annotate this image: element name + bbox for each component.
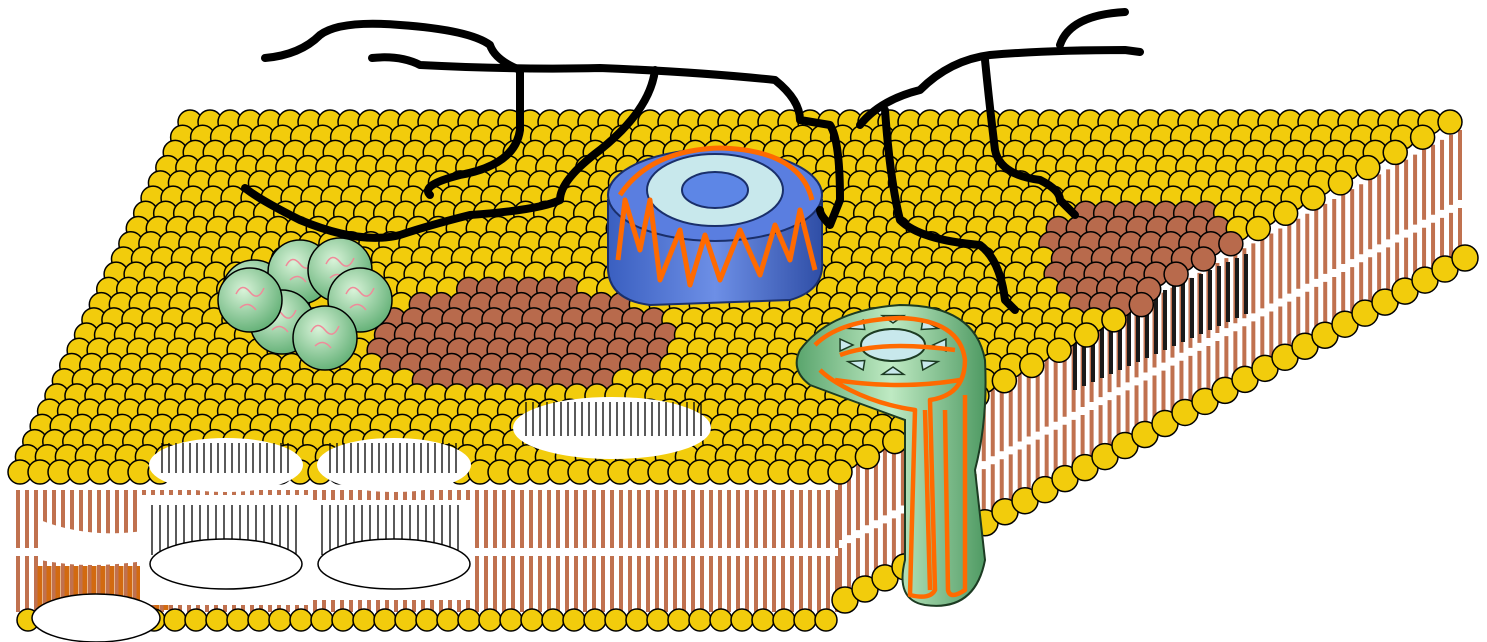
lipid-head	[1246, 217, 1270, 241]
lipid-head	[374, 609, 396, 631]
lipid-head	[689, 609, 711, 631]
lipid-head	[206, 609, 228, 631]
lipid-head	[269, 609, 291, 631]
lipid-head	[605, 609, 627, 631]
lipid-head	[290, 609, 312, 631]
lipid-head	[773, 609, 795, 631]
lipid-head	[883, 430, 907, 454]
lipid-head	[1301, 186, 1325, 210]
lipid-head	[752, 609, 774, 631]
lipid-head	[1328, 171, 1352, 195]
lipid-head	[500, 609, 522, 631]
lipid-head	[563, 609, 585, 631]
hole-rim	[318, 539, 470, 589]
lipid-head	[1411, 125, 1435, 149]
lipid-head	[1164, 262, 1188, 286]
lipid-head	[311, 609, 333, 631]
lipid-head	[1075, 323, 1099, 347]
lipid-head	[828, 460, 852, 484]
lipid-head	[437, 609, 459, 631]
lipid-head	[416, 609, 438, 631]
lipid-head	[626, 609, 648, 631]
lipid-head	[1274, 201, 1298, 225]
lipid-head	[1102, 308, 1126, 332]
lipid-head	[855, 445, 879, 469]
protein-sphere	[293, 306, 357, 370]
lipid-head	[332, 609, 354, 631]
hole-opening	[150, 439, 302, 491]
lipid-head	[1020, 353, 1044, 377]
lipid-head	[1191, 247, 1215, 271]
lipid-head	[992, 369, 1016, 393]
membrane-hole	[514, 398, 710, 458]
lipid-head	[1452, 245, 1478, 271]
lipid-head	[1438, 110, 1462, 134]
lipid-head	[395, 609, 417, 631]
lipid-head	[458, 609, 480, 631]
lipid-head	[710, 609, 732, 631]
lipid-head	[1356, 156, 1380, 180]
lipid-head	[248, 609, 270, 631]
lipid-head	[227, 609, 249, 631]
lipid-head	[353, 609, 375, 631]
protein-sphere	[218, 268, 282, 332]
lipid-head	[542, 609, 564, 631]
lipid-head	[521, 609, 543, 631]
hole-rim	[150, 539, 302, 589]
membrane-hole	[318, 439, 470, 491]
membrane-hole	[150, 439, 302, 491]
channel-protein	[608, 148, 822, 305]
lipid-head	[584, 609, 606, 631]
lipid-head	[815, 609, 837, 631]
lipid-head	[1047, 338, 1071, 362]
lipid-head	[731, 609, 753, 631]
lipid-head	[1383, 140, 1407, 164]
lipid-head	[185, 609, 207, 631]
lipid-head	[164, 609, 186, 631]
hole-rim	[32, 594, 160, 642]
lipid-head	[647, 609, 669, 631]
lipid-head	[1219, 232, 1243, 256]
actin-filament	[860, 12, 1140, 125]
channel-pore	[682, 172, 748, 208]
lipid-head	[479, 609, 501, 631]
hole-opening	[318, 439, 470, 491]
lipid-head	[668, 609, 690, 631]
lipid-head	[794, 609, 816, 631]
lipid-head	[1129, 293, 1153, 317]
